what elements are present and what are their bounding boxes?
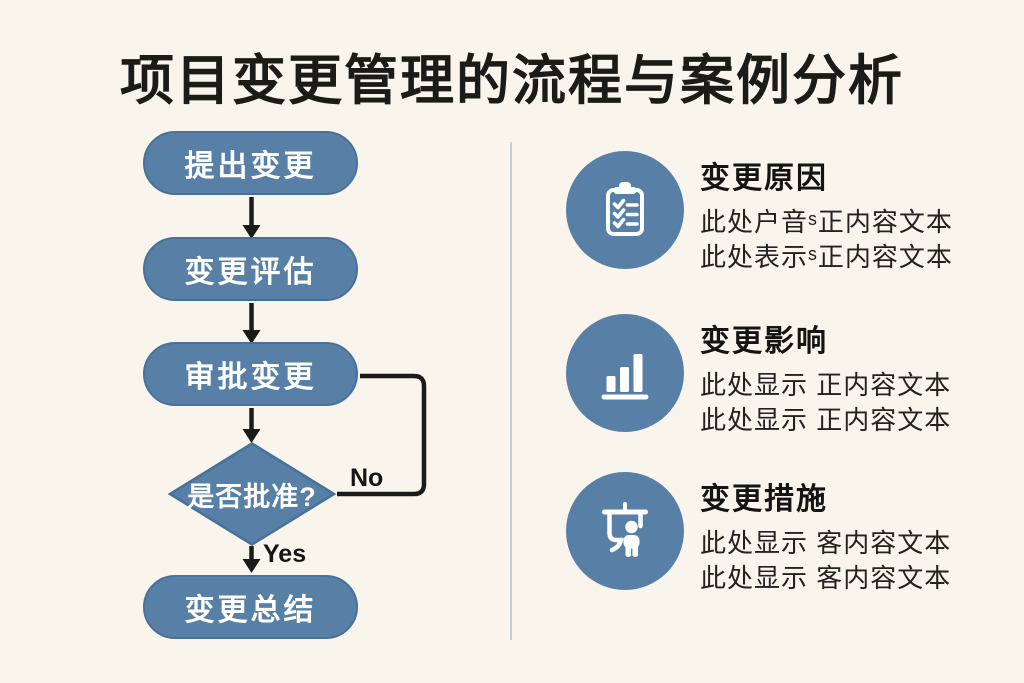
bar-chart-icon (566, 314, 684, 432)
arrowhead (242, 429, 261, 443)
arrowhead (242, 559, 261, 573)
panel-body-line: 此处显示 正内容文本 (700, 405, 952, 435)
clipboard-checklist-icon (566, 151, 684, 269)
presentation-board-icon (566, 472, 684, 590)
edge-label-yes: Yes (263, 540, 307, 568)
decision-label: 是否批准? (187, 481, 317, 512)
section-divider (510, 142, 512, 640)
flow-node-approve: 审批变更 (143, 342, 358, 406)
flow-node-summary: 变更总结 (143, 575, 358, 639)
panel-heading-change-measures: 变更措施 (700, 483, 828, 516)
flow-node-decision: 是否批准? (168, 442, 336, 546)
panel-body-line: 此处显示 客内容文本 (700, 528, 952, 558)
flow-node-evaluate: 变更评估 (143, 237, 358, 301)
flow-node-propose: 提出变更 (143, 131, 358, 195)
panel-change-measures: 变更措施 此处显示 客内容文本 此处显示 客内容文本 (566, 472, 986, 602)
edge-label-no: No (350, 464, 384, 492)
panel-change-reason: 变更原因 此处户音ˢ正内容文本 此处表示ˢ正内容文本 (566, 151, 986, 281)
panel-heading-change-impact: 变更影响 (700, 325, 828, 358)
panel-heading-change-reason: 变更原因 (700, 162, 828, 195)
panel-change-impact: 变更影响 此处显示 正内容文本 此处显示 正内容文本 (566, 314, 986, 444)
diamond-shape (168, 442, 336, 546)
panel-body-line: 此处显示 正内容文本 (700, 370, 952, 400)
panel-body-line: 此处表示ˢ正内容文本 (700, 242, 953, 272)
panel-body-line: 此处显示 客内容文本 (700, 563, 952, 593)
panel-body-line: 此处户音ˢ正内容文本 (700, 207, 953, 237)
page-title: 项目变更管理的流程与案例分析 (120, 51, 904, 111)
